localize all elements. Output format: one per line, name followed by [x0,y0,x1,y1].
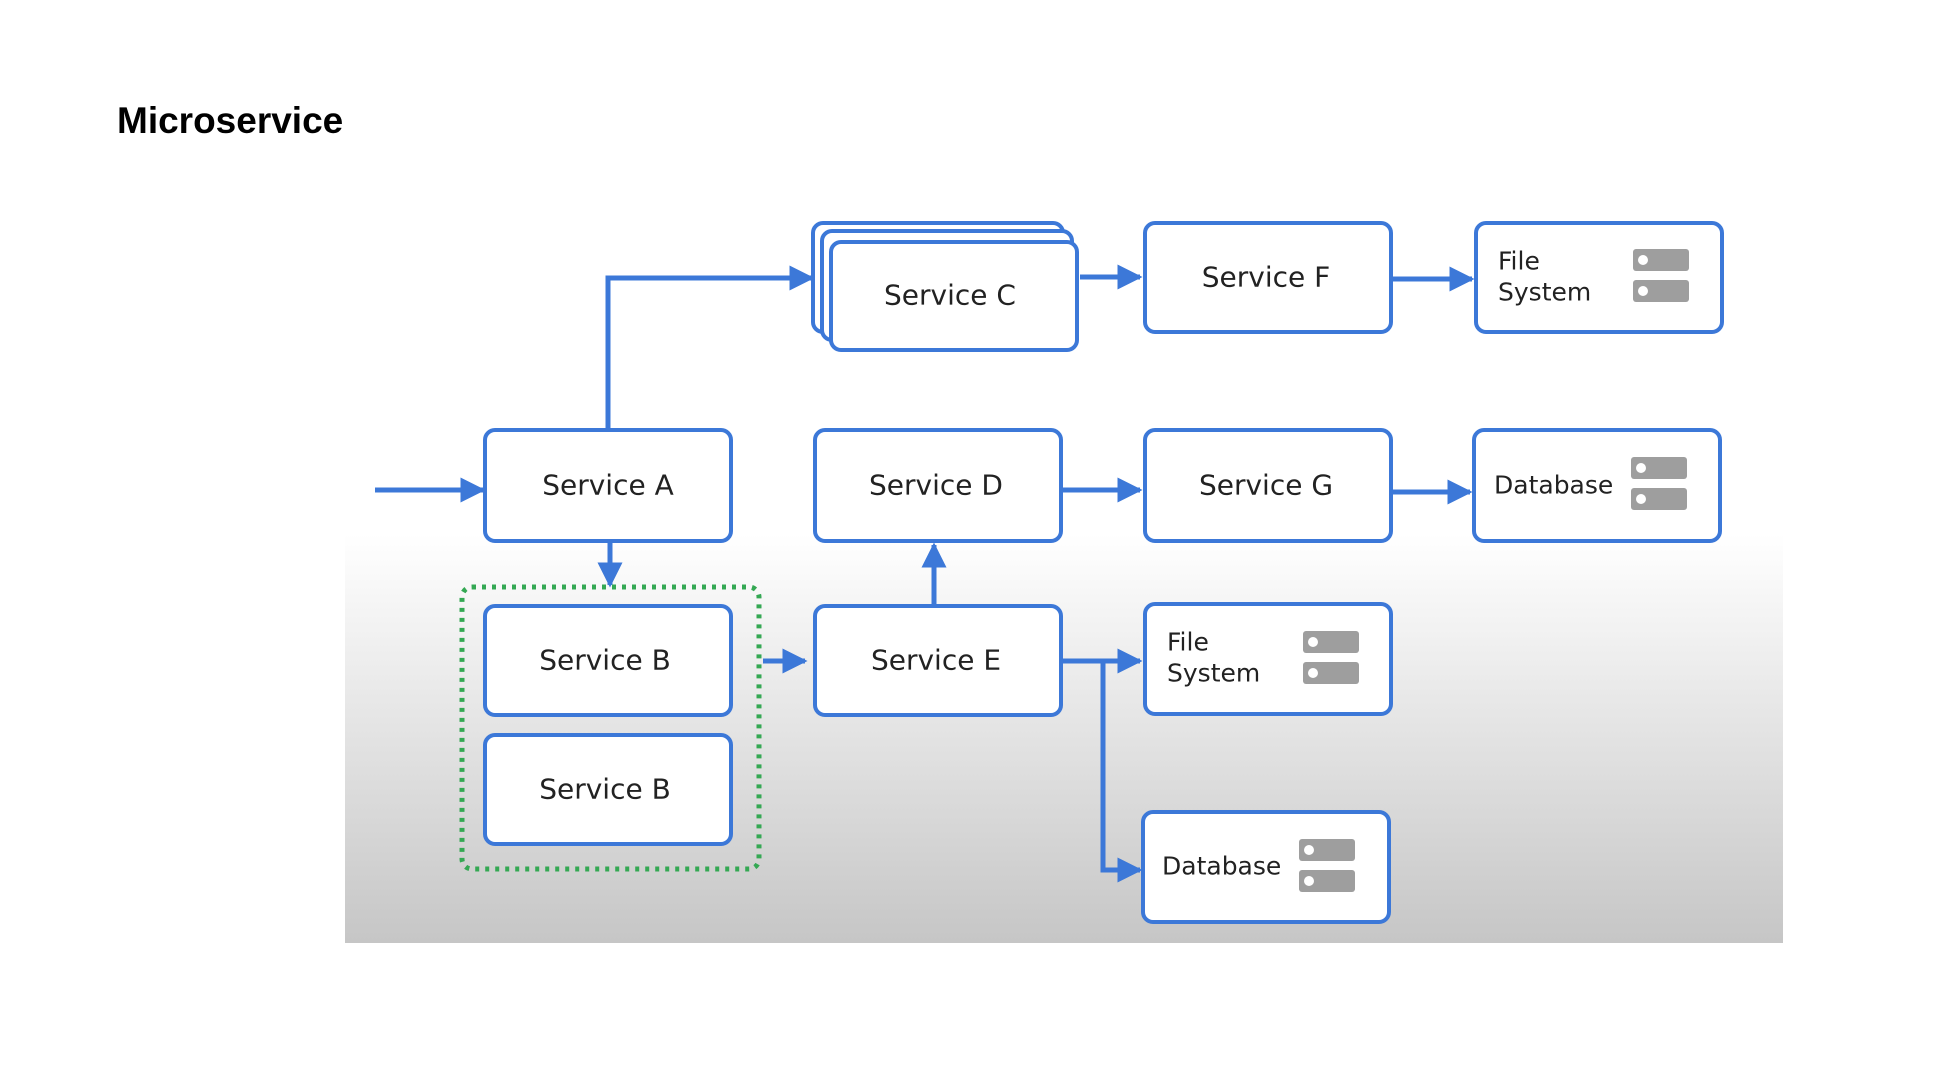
file-system-middle-label-line2: System [1167,659,1260,688]
file-system-top-label-line2: System [1498,278,1591,307]
service-b-label: Service B [539,644,671,677]
service-a-box: Service A [483,428,733,543]
file-system-top-box: File System [1474,221,1724,334]
page-title: Microservice [117,100,344,141]
service-b-box: Service B [483,604,733,717]
server-rack-icon [1631,457,1687,510]
arrow-service-a-to-service-c [605,265,815,430]
service-f-label: Service F [1202,261,1331,294]
service-b-replica-label: Service B [539,773,671,806]
service-c-label: Service C [884,279,1016,312]
service-d-label: Service D [869,469,1003,502]
service-a-label: Service A [542,469,674,502]
database-bottom-label: Database [1162,852,1281,881]
file-system-middle-label-line1: File [1167,628,1209,657]
file-system-top-label-line1: File [1498,247,1540,276]
service-b-replica-group [459,584,762,872]
file-system-middle-box: File System [1143,602,1393,716]
arrow-service-e-to-database [1100,661,1143,883]
service-b-replica-box: Service B [483,733,733,846]
service-f-box: Service F [1143,221,1393,334]
service-g-label: Service G [1199,469,1333,502]
service-g-box: Service G [1143,428,1393,543]
database-bottom-box: Database [1141,810,1391,924]
server-rack-icon [1299,839,1355,892]
service-d-box: Service D [813,428,1063,543]
service-e-label: Service E [871,644,1001,677]
server-rack-icon [1633,249,1689,302]
server-rack-icon [1303,631,1359,684]
service-c-stack: Service C [811,221,1079,352]
database-top-label: Database [1494,471,1613,500]
service-e-box: Service E [813,604,1063,717]
database-top-box: Database [1472,428,1722,543]
